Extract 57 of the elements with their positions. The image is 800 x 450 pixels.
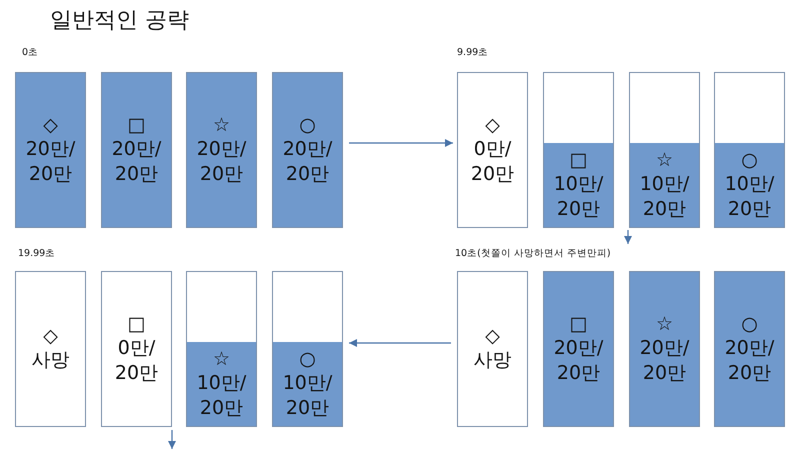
symbol-label: ◇ (43, 325, 58, 348)
time-label: 19.99초 (18, 248, 56, 260)
symbol-label: ☆ (212, 114, 230, 136)
hp-gauge-bar (101, 72, 172, 228)
hp-gauge-bar (629, 271, 700, 427)
hp-gauge-bar (714, 72, 785, 228)
arrow (624, 230, 632, 244)
hp-value: 20만/20만 (110, 136, 162, 186)
hp-value: 10만/20만 (196, 370, 248, 421)
symbol-label: ○ (741, 312, 758, 336)
hp-gauge-bar (186, 72, 257, 228)
symbol-label: ☆ (656, 148, 674, 172)
symbol-label: □ (570, 148, 588, 172)
hp-value: 20만/20만 (282, 136, 334, 186)
hp-gauge-bar (543, 271, 614, 427)
hp-gauge-bar (457, 271, 528, 427)
hp-gauge-bar (543, 72, 614, 228)
hp-value: 20만/20만 (196, 136, 248, 186)
hp-value: 10만/20만 (724, 172, 776, 222)
hp-value: 사망 (474, 348, 512, 373)
symbol-label: □ (570, 312, 588, 336)
hp-value: 20만/20만 (552, 336, 604, 386)
symbol-label: □ (128, 114, 146, 136)
time-label: 10초(첫쫄이 사망하면서 주변만피) (455, 248, 611, 260)
hp-value: 20만/20만 (724, 336, 776, 386)
time-label: 9.99초 (457, 47, 488, 59)
hp-value: 10만/20만 (638, 172, 690, 222)
hp-value: 20만/20만 (24, 136, 76, 186)
hp-value: 0만/20만 (114, 336, 160, 386)
arrow (168, 430, 176, 449)
hp-gauge-bar (15, 271, 86, 427)
symbol-label: □ (128, 312, 146, 336)
hp-value: 10만/20만 (552, 172, 604, 222)
hp-gauge-bar (15, 72, 86, 228)
hp-value: 0만/20만 (470, 136, 516, 186)
hp-value: 사망 (32, 348, 70, 373)
arrow (349, 139, 453, 147)
hp-value: 20만/20만 (638, 336, 690, 386)
hp-gauge-bar (186, 271, 257, 427)
hp-gauge-bar (457, 72, 528, 228)
symbol-label: ☆ (212, 348, 230, 371)
hp-gauge-bar (714, 271, 785, 427)
arrow (349, 339, 451, 347)
hp-gauge-bar (629, 72, 700, 228)
symbol-label: ◇ (43, 114, 58, 136)
symbol-label: ○ (741, 148, 758, 172)
hp-gauge-bar (101, 271, 172, 427)
hp-value: 10만/20만 (282, 370, 334, 421)
symbol-label: ◇ (485, 325, 500, 348)
time-label: 0초 (22, 47, 38, 59)
symbol-label: ○ (299, 114, 316, 136)
symbol-label: ☆ (656, 312, 674, 336)
diagram-title: 일반적인 공략 (50, 7, 189, 35)
symbol-label: ○ (299, 348, 316, 371)
hp-gauge-bar (272, 72, 343, 228)
symbol-label: ◇ (485, 114, 500, 136)
hp-gauge-bar (272, 271, 343, 427)
